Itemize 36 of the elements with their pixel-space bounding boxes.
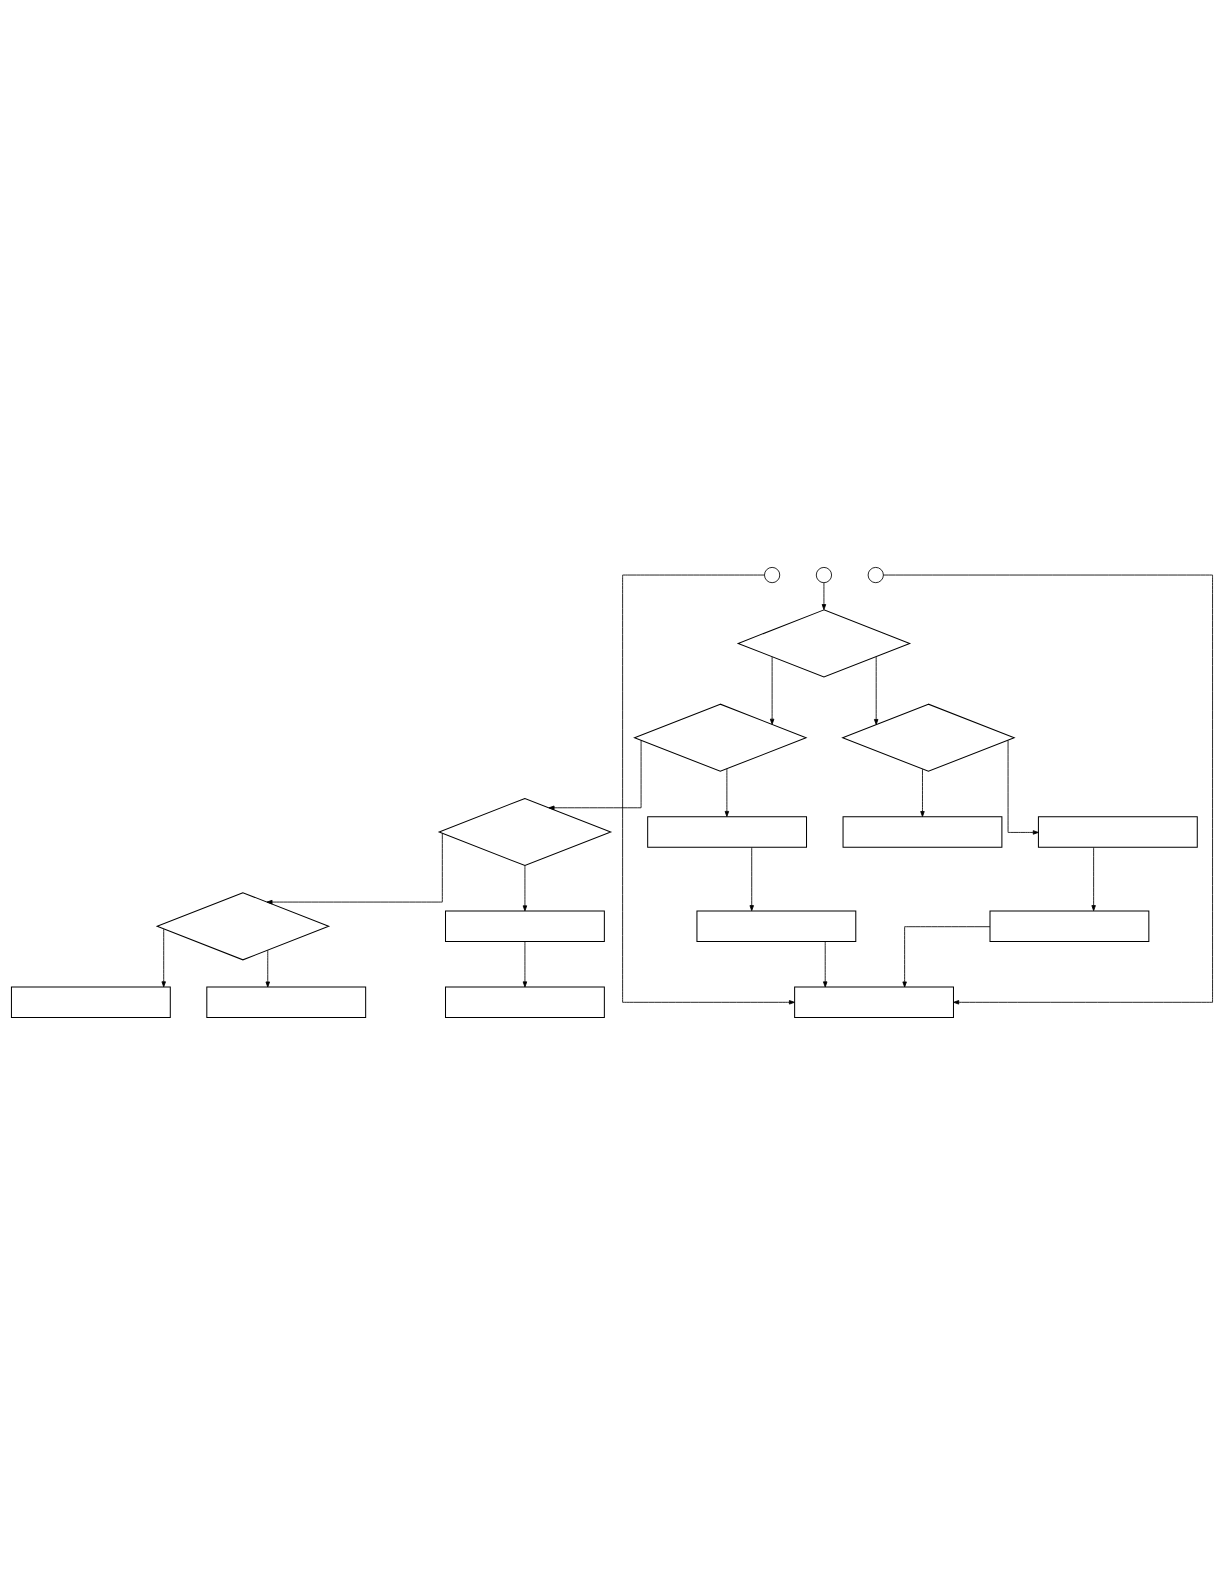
node-diamond [437, 797, 613, 866]
node-box [445, 910, 605, 942]
arrow [749, 846, 754, 911]
arrow [724, 767, 730, 817]
arrow [265, 949, 270, 987]
arrow [873, 656, 879, 725]
node-box [696, 910, 857, 942]
node-box [989, 910, 1150, 942]
node-circle [867, 566, 884, 583]
arrow [522, 864, 528, 911]
node-box [206, 986, 367, 1018]
arrow [1091, 846, 1096, 911]
arrow [548, 739, 642, 810]
node-diamond [633, 703, 808, 772]
arrow [1007, 739, 1039, 835]
arrow [522, 940, 528, 987]
node-diamond [155, 891, 331, 960]
arrow [161, 928, 166, 987]
arrow [823, 940, 828, 987]
arrow [821, 581, 827, 610]
node-box [10, 986, 171, 1018]
node-box [842, 815, 1003, 848]
node-circle [764, 566, 781, 583]
node-diamond [736, 608, 912, 678]
node-circle [815, 566, 832, 583]
node-diamond [841, 703, 1016, 772]
arrow [266, 832, 443, 904]
arrow [769, 656, 775, 725]
arrow [920, 768, 925, 817]
node-box [445, 986, 605, 1018]
node-box [1037, 815, 1198, 848]
node-box [647, 815, 808, 848]
arrow [902, 925, 991, 987]
arrow [883, 574, 1213, 1005]
arrow [622, 574, 795, 1005]
node-box [794, 986, 954, 1018]
